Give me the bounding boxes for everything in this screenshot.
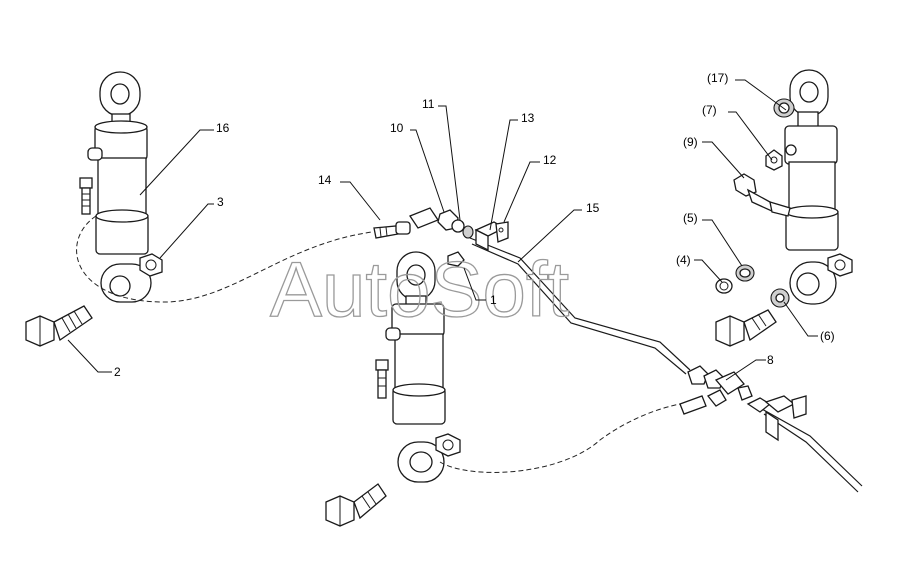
tee-fitting-8-icon	[679, 365, 753, 415]
hose-icon	[76, 215, 681, 473]
callout-1: 1	[490, 293, 497, 307]
center-bleed-screw-icon	[375, 359, 389, 399]
callout-5: (5)	[683, 211, 698, 225]
callout-14: 14	[318, 173, 332, 187]
callout-10: 10	[390, 121, 404, 135]
callout-11: 11	[422, 97, 435, 111]
callout-16: 16	[216, 121, 230, 135]
center-cylinder-icon	[385, 251, 446, 483]
watermark-text: AutoSoft	[270, 245, 570, 333]
callout-2: 2	[114, 365, 121, 379]
fitting-10-11-icon	[437, 209, 474, 267]
left-cylinder-icon	[87, 71, 152, 303]
callout-3: 3	[217, 195, 224, 209]
washer-4-icon	[715, 278, 733, 294]
callout-17: (17)	[707, 71, 728, 85]
right-fitting-icon	[733, 149, 791, 217]
callout-9: (9)	[683, 135, 698, 149]
right-nut-icon	[827, 253, 853, 277]
left-nut-icon	[139, 253, 163, 277]
callout-12: 12	[543, 153, 557, 167]
right-bracket-icon	[746, 395, 807, 442]
callout-6: (6)	[820, 329, 835, 343]
callout-13: 13	[521, 111, 535, 125]
callout-7: (7)	[702, 103, 717, 117]
leader-lines	[67, 79, 818, 381]
center-nut-icon	[435, 433, 461, 457]
center-bolt-icon	[325, 483, 387, 527]
callout-8: 8	[767, 353, 774, 367]
hose-fitting-14-icon	[373, 207, 439, 239]
left-bleed-screw-icon	[79, 177, 93, 215]
right-bolt-icon	[715, 309, 777, 347]
right-cylinder-icon	[784, 69, 839, 305]
callout-4: (4)	[676, 253, 691, 267]
left-bolt-icon	[25, 305, 93, 347]
callout-15: 15	[586, 201, 600, 215]
bushing-icon	[770, 288, 790, 308]
washer-5-icon	[735, 264, 755, 282]
